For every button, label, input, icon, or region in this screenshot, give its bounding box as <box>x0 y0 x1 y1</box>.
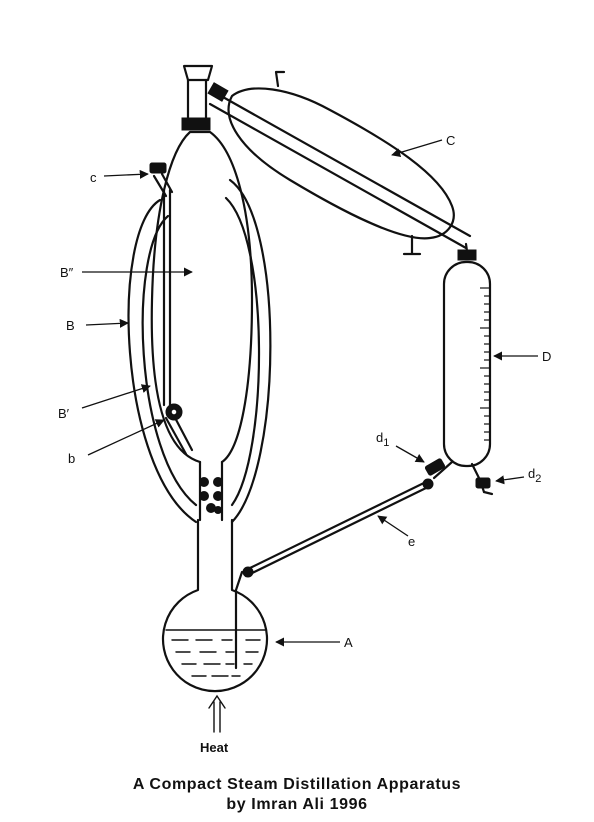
jacket-b <box>127 178 272 524</box>
heat-label: Heat <box>200 740 229 755</box>
stopcock-c <box>149 162 174 198</box>
label-d1: d1 <box>376 430 389 449</box>
neck-beads <box>199 477 223 514</box>
return-tube-e <box>234 478 434 670</box>
label-d2: d2 <box>528 466 541 485</box>
label-b: B <box>66 318 75 333</box>
label-b-double-prime: B″ <box>60 265 74 280</box>
condenser-c <box>207 70 477 261</box>
label-condenser-c: C <box>446 133 455 148</box>
caption-title: A Compact Steam Distillation Apparatus <box>132 776 462 793</box>
heat-arrow <box>208 694 226 733</box>
label-flask-a: A <box>344 635 353 650</box>
flask-a <box>161 477 269 693</box>
label-b-prime: B′ <box>58 406 70 421</box>
label-receiver-d: D <box>542 349 551 364</box>
vessel-b-double-prime <box>150 64 254 522</box>
leader-arrows <box>81 139 538 647</box>
internal-tube-b-prime <box>162 188 194 456</box>
flask-liquid <box>171 639 261 677</box>
receiver-d <box>424 260 494 496</box>
label-c: c <box>90 170 97 185</box>
graduation-marks <box>480 287 490 441</box>
label-e: e <box>408 534 415 549</box>
label-b-stopcock: b <box>68 451 75 466</box>
caption-author: by Imran Ali 1996 <box>226 796 368 813</box>
